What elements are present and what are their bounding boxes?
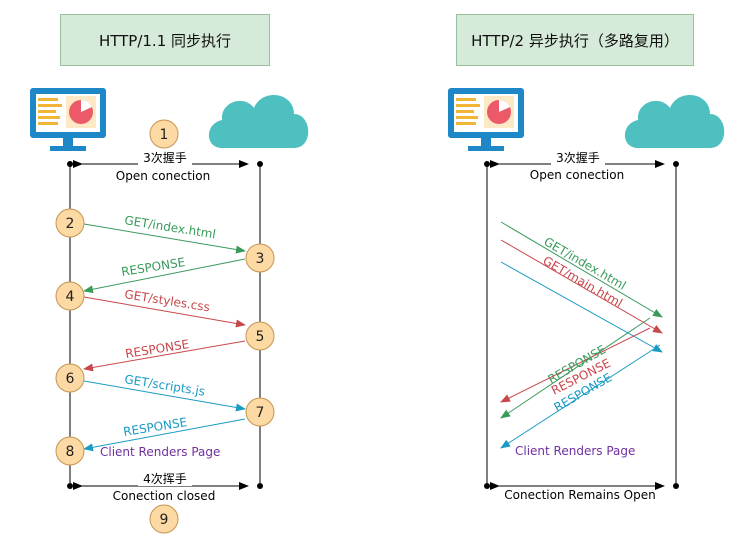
open-connection-label: Open conection bbox=[116, 169, 210, 183]
req-main bbox=[500, 239, 663, 334]
step-7: 7 bbox=[245, 397, 275, 427]
server-cloud-icon bbox=[208, 95, 309, 148]
http2-title: HTTP/2 异步执行（多路复用） bbox=[456, 14, 694, 66]
resp-1 bbox=[500, 317, 651, 419]
req-scripts bbox=[500, 261, 663, 353]
client-monitor-icon-2 bbox=[448, 88, 524, 151]
msg-get-index bbox=[83, 223, 246, 254]
msg-response-1-label: RESPONSE bbox=[120, 255, 186, 279]
client-monitor-icon bbox=[30, 88, 106, 151]
svg-text:8: 8 bbox=[66, 444, 75, 460]
handshake-label-2: 3次握手 bbox=[556, 150, 600, 165]
step-8: 8 bbox=[55, 436, 85, 466]
step-3: 3 bbox=[245, 243, 275, 273]
req-index bbox=[500, 221, 663, 318]
handshake-label: 3次握手 bbox=[143, 150, 187, 165]
svg-text:7: 7 bbox=[256, 405, 265, 421]
svg-text:3: 3 bbox=[256, 251, 265, 267]
msg-response-2 bbox=[83, 340, 246, 372]
msg-response-3 bbox=[83, 418, 246, 452]
step-9: 9 bbox=[149, 504, 179, 534]
resp-3 bbox=[500, 344, 661, 449]
connection-remains-label: Conection Remains Open bbox=[504, 488, 655, 502]
step-circles: 1 2 3 4 5 6 7 8 9 bbox=[55, 119, 275, 534]
svg-text:9: 9 bbox=[160, 512, 169, 528]
msg-get-styles bbox=[83, 296, 246, 328]
msg-get-styles-label: GET/styles.css bbox=[124, 287, 211, 314]
msg-get-index-label: GET/index.html bbox=[124, 213, 217, 241]
step-1: 1 bbox=[149, 119, 179, 149]
client-renders-label-2: Client Renders Page bbox=[515, 444, 635, 458]
svg-text:6: 6 bbox=[66, 371, 75, 387]
msg-response-2-label: RESPONSE bbox=[124, 337, 190, 361]
resp-2 bbox=[500, 327, 651, 403]
msg-get-scripts bbox=[83, 380, 246, 412]
step-6: 6 bbox=[55, 363, 85, 393]
step-4: 4 bbox=[55, 281, 85, 311]
connection-closed-label: Conection closed bbox=[113, 489, 216, 503]
http11-title: HTTP/1.1 同步执行 bbox=[60, 14, 270, 66]
wave-label: 4次挥手 bbox=[143, 472, 187, 486]
open-connection-label-2: Open conection bbox=[530, 168, 624, 182]
server-cloud-icon-2 bbox=[624, 95, 725, 148]
svg-text:1: 1 bbox=[160, 127, 169, 143]
client-renders-label: Client Renders Page bbox=[100, 445, 220, 459]
svg-text:2: 2 bbox=[66, 216, 75, 232]
step-2: 2 bbox=[55, 208, 85, 238]
svg-text:5: 5 bbox=[256, 329, 265, 345]
msg-response-1 bbox=[83, 258, 246, 294]
svg-text:4: 4 bbox=[66, 289, 75, 305]
step-5: 5 bbox=[245, 321, 275, 351]
